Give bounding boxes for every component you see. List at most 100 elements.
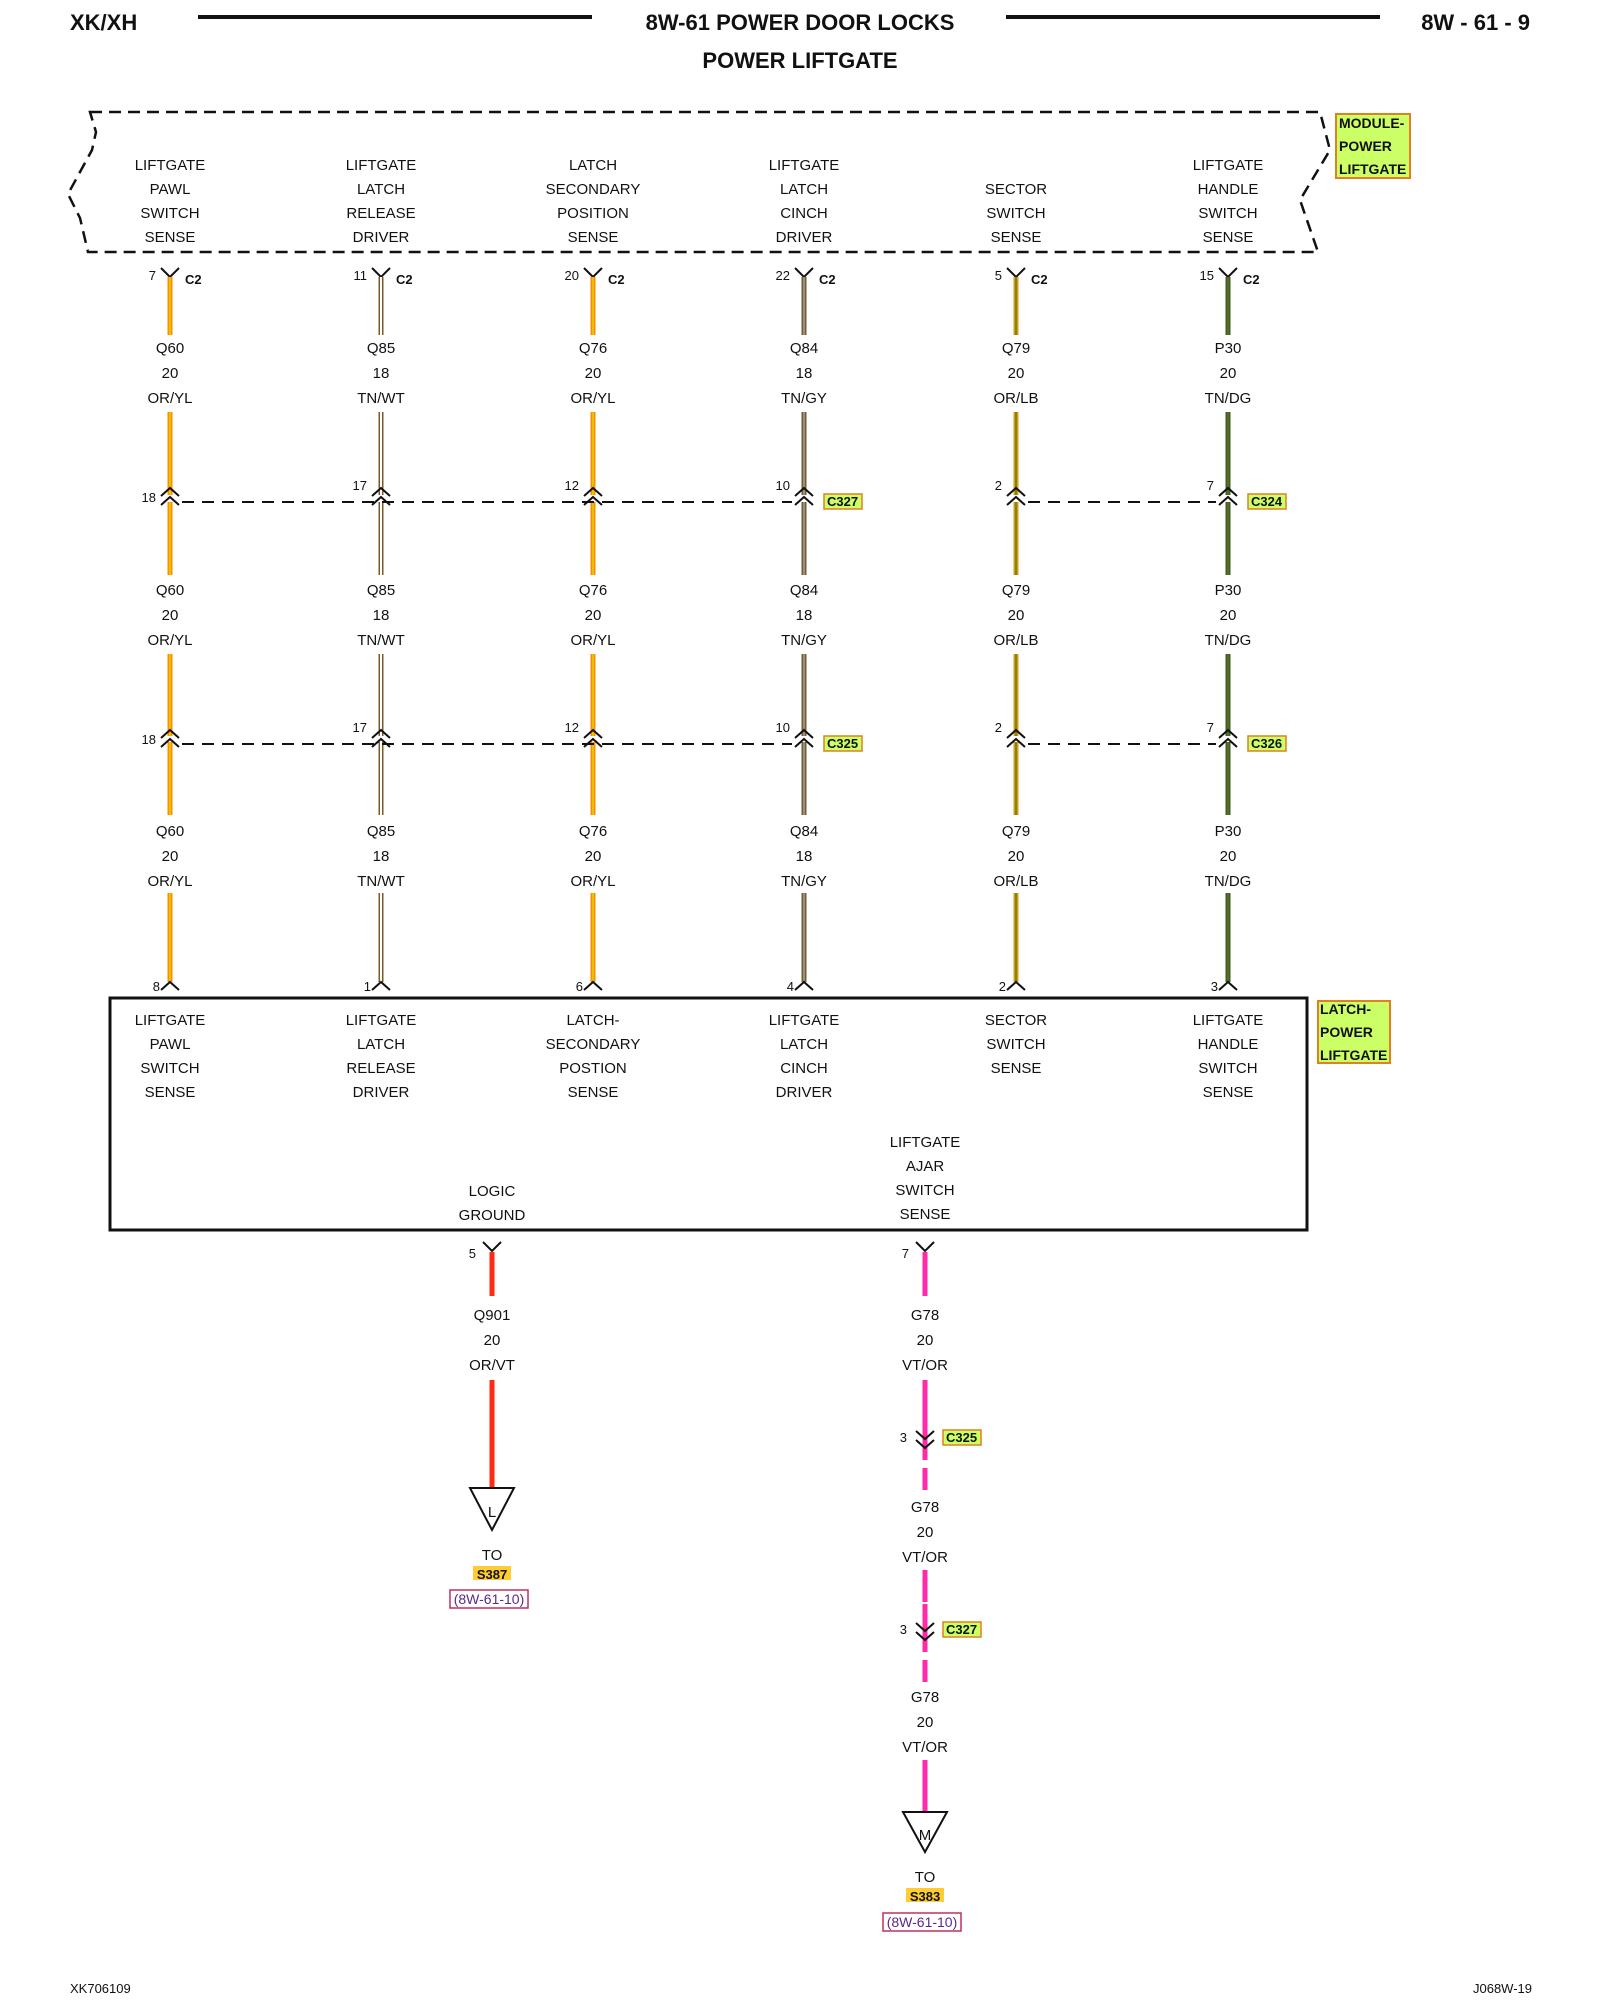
module-connector-name: C2 — [1031, 272, 1048, 287]
ajar-gauge-label: 20 — [917, 1714, 934, 1731]
wire-color-label: OR/YL — [147, 873, 192, 890]
wire-circuit-label: P30 — [1215, 340, 1242, 357]
module-name-line: MODULE- — [1339, 115, 1405, 131]
wire-color-label: OR/LB — [993, 390, 1038, 407]
wire-circuit-label: Q60 — [156, 340, 184, 357]
connector-chevron — [160, 737, 180, 748]
module-function-label: DRIVER — [776, 229, 833, 246]
module-name-line: POWER — [1339, 138, 1392, 154]
latch-function-label: HANDLE — [1198, 1036, 1259, 1053]
inline-pin-number: 2 — [995, 720, 1002, 735]
inline-connector-name-box — [823, 493, 863, 510]
latch-name-line: LIFTGATE — [1320, 1047, 1387, 1063]
connector-chevron — [794, 728, 814, 739]
module-function-label: POSITION — [557, 205, 629, 222]
wire-color-label: TN/DG — [1205, 632, 1252, 649]
connector-chevron — [794, 486, 814, 497]
wire-color-label: TN/GY — [781, 632, 827, 649]
ground-pin-number: 5 — [469, 1246, 476, 1261]
latch-function-label: SENSE — [145, 1084, 196, 1101]
page-number: 8W - 61 - 9 — [1421, 10, 1530, 35]
ajar-terminal-letter: M — [919, 1827, 932, 1844]
wire-circuit-label: P30 — [1215, 823, 1242, 840]
wire-color-label: TN/WT — [357, 390, 404, 407]
ajar-pin-number: 7 — [902, 1246, 909, 1261]
module-function-label: CINCH — [780, 205, 828, 222]
inline-pin-number: 18 — [142, 732, 156, 747]
wire-color-label: TN/WT — [357, 873, 404, 890]
module-function-label: SWITCH — [140, 205, 199, 222]
wire-gauge-label: 20 — [1220, 848, 1237, 865]
ground-splice-highlight — [473, 1566, 511, 1580]
inline-pin-number: 10 — [776, 720, 790, 735]
ajar-circuit-label: G78 — [911, 1307, 939, 1324]
wire-gauge-label: 20 — [1008, 607, 1025, 624]
latch-function-label: CINCH — [780, 1060, 828, 1077]
inline-connector-name-box — [1247, 493, 1287, 510]
connector-chevron — [371, 495, 391, 506]
module-connector-name: C2 — [396, 272, 413, 287]
wire-circuit-label: Q76 — [579, 340, 607, 357]
module-function-label: SWITCH — [986, 205, 1045, 222]
inline-connector-name: C326 — [1251, 736, 1282, 751]
wire-circuit-label: Q60 — [156, 582, 184, 599]
wire-circuit-label: Q79 — [1002, 582, 1030, 599]
wire-color-label: OR/YL — [570, 390, 615, 407]
wire-circuit-label: Q76 — [579, 582, 607, 599]
wire-circuit-label: Q85 — [367, 823, 395, 840]
connector-chevron — [371, 728, 391, 739]
page-header: XK/XH 8W-61 POWER DOOR LOCKS 8W - 61 - 9… — [70, 10, 1530, 73]
wire-circuit-label: Q60 — [156, 823, 184, 840]
inline-pin-number: 12 — [565, 720, 579, 735]
connector-chevron — [1006, 728, 1026, 739]
connector-chevron — [160, 495, 180, 506]
latch-function-label: LATCH- — [566, 1012, 619, 1029]
ground-color-label: OR/VT — [469, 1357, 515, 1374]
connector-chevron — [794, 495, 814, 506]
ajar-connector-pin: 3 — [900, 1622, 907, 1637]
ajar-ref-box — [882, 1912, 962, 1932]
wire-color-label: TN/GY — [781, 873, 827, 890]
inline-pin-number: 12 — [565, 478, 579, 493]
latch-name-label: LATCH- POWER LIFTGATE — [1317, 1000, 1391, 1064]
latch-pin-number: 1 — [364, 979, 371, 994]
connector-chevron — [915, 1622, 935, 1633]
latch-pin-number: 2 — [999, 979, 1006, 994]
latch-name-box — [1317, 1000, 1391, 1064]
latch-function-label: DRIVER — [776, 1084, 833, 1101]
ajar-connector-name-box — [942, 1429, 982, 1446]
connector-chevron — [160, 486, 180, 497]
module-function-label: LATCH — [780, 181, 828, 198]
module-function-label: SENSE — [568, 229, 619, 246]
ajar-connector-name: C327 — [946, 1622, 977, 1637]
latch-box — [108, 996, 1309, 1232]
module-function-label: LIFTGATE — [346, 157, 417, 174]
wire-gauge-label: 20 — [162, 848, 179, 865]
connector-chevron — [1218, 737, 1238, 748]
ajar-connector-pin: 3 — [900, 1430, 907, 1445]
latch-pin-number: 4 — [787, 979, 794, 994]
page-subtitle: POWER LIFTGATE — [702, 48, 897, 73]
module-function-label: DRIVER — [353, 229, 410, 246]
ajar-to-label: TO — [915, 1869, 936, 1886]
connector-chevron — [1006, 737, 1026, 748]
module-connector-name: C2 — [608, 272, 625, 287]
latch-function-label: SWITCH — [140, 1060, 199, 1077]
latch-ground-label: GROUND — [459, 1207, 526, 1224]
latch-function-label: DRIVER — [353, 1084, 410, 1101]
page-title: 8W-61 POWER DOOR LOCKS — [646, 10, 955, 35]
connector-chevron — [794, 737, 814, 748]
inline-connector-name: C325 — [827, 736, 858, 751]
wire-gauge-label: 20 — [162, 607, 179, 624]
ground-circuit-label: Q901 — [474, 1307, 511, 1324]
inline-pin-number: 7 — [1207, 720, 1214, 735]
footer-code-left: XK706109 — [70, 1981, 131, 1996]
ajar-color-label: VT/OR — [902, 1549, 948, 1566]
pin-terminal — [1006, 980, 1026, 991]
latch-function-label: SWITCH — [986, 1036, 1045, 1053]
module-connector-name: C2 — [1243, 272, 1260, 287]
ground-gauge-label: 20 — [484, 1332, 501, 1349]
wire-circuit-label: Q84 — [790, 582, 818, 599]
module-function-label: SECONDARY — [546, 181, 641, 198]
